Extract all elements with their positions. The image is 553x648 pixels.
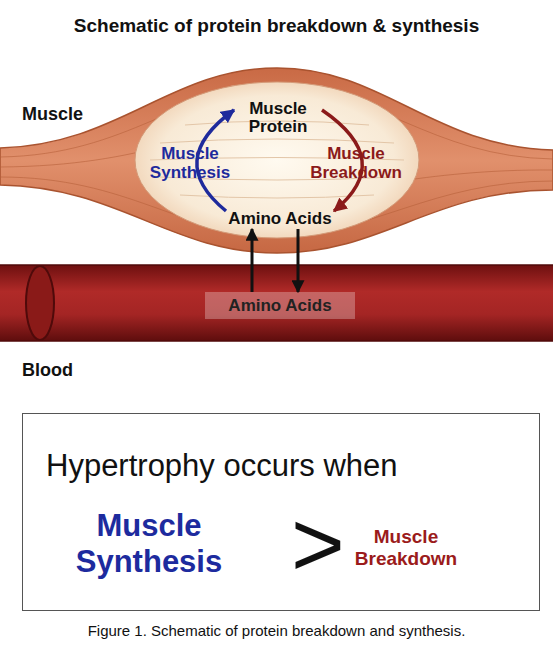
summary-box: Hypertrophy occurs whenMuscle Synthesis >… <box>22 413 540 611</box>
muscle-shape: Muscle Muscle ProteinAmino Acids <box>0 65 553 260</box>
node-label: Amino Acids <box>210 209 350 228</box>
node-label: Muscle Protein <box>238 100 318 136</box>
node-label: Muscle <box>22 103 83 125</box>
blood-vessel: Blood Amino Acids <box>0 262 553 384</box>
muscle-body <box>0 68 553 253</box>
text-node: Amino Acids <box>210 209 350 228</box>
amino-acid-box: Amino Acids <box>205 292 355 319</box>
edge-label: Muscle Synthesis <box>138 144 242 182</box>
figure-caption: Figure 1. Schematic of protein breakdown… <box>0 622 553 640</box>
edge-label: Muscle Breakdown <box>296 144 416 182</box>
text-node: Muscle Protein <box>238 100 318 136</box>
node-label: Blood <box>22 359 73 381</box>
interior-fiber <box>160 139 394 143</box>
vessel-wall <box>0 340 553 342</box>
muscle-interior <box>135 82 419 238</box>
node-label: Amino Acids <box>205 296 355 315</box>
node-label: Muscle Synthesis <box>59 508 239 580</box>
vessel-body <box>0 265 553 341</box>
vessel-wall <box>0 264 553 266</box>
diagram-title: Schematic of protein breakdown & synthes… <box>0 14 553 38</box>
node-label: Hypertrophy occurs when <box>46 448 398 484</box>
muscle-illustration <box>0 65 553 260</box>
flow-arrow <box>251 229 254 292</box>
node-label: > <box>291 498 345 590</box>
interior-fiber <box>180 195 374 198</box>
node-label: Muscle Breakdown <box>341 526 471 570</box>
vessel-opening <box>26 266 54 340</box>
vessel-illustration <box>0 262 553 384</box>
flow-arrow <box>297 229 300 292</box>
